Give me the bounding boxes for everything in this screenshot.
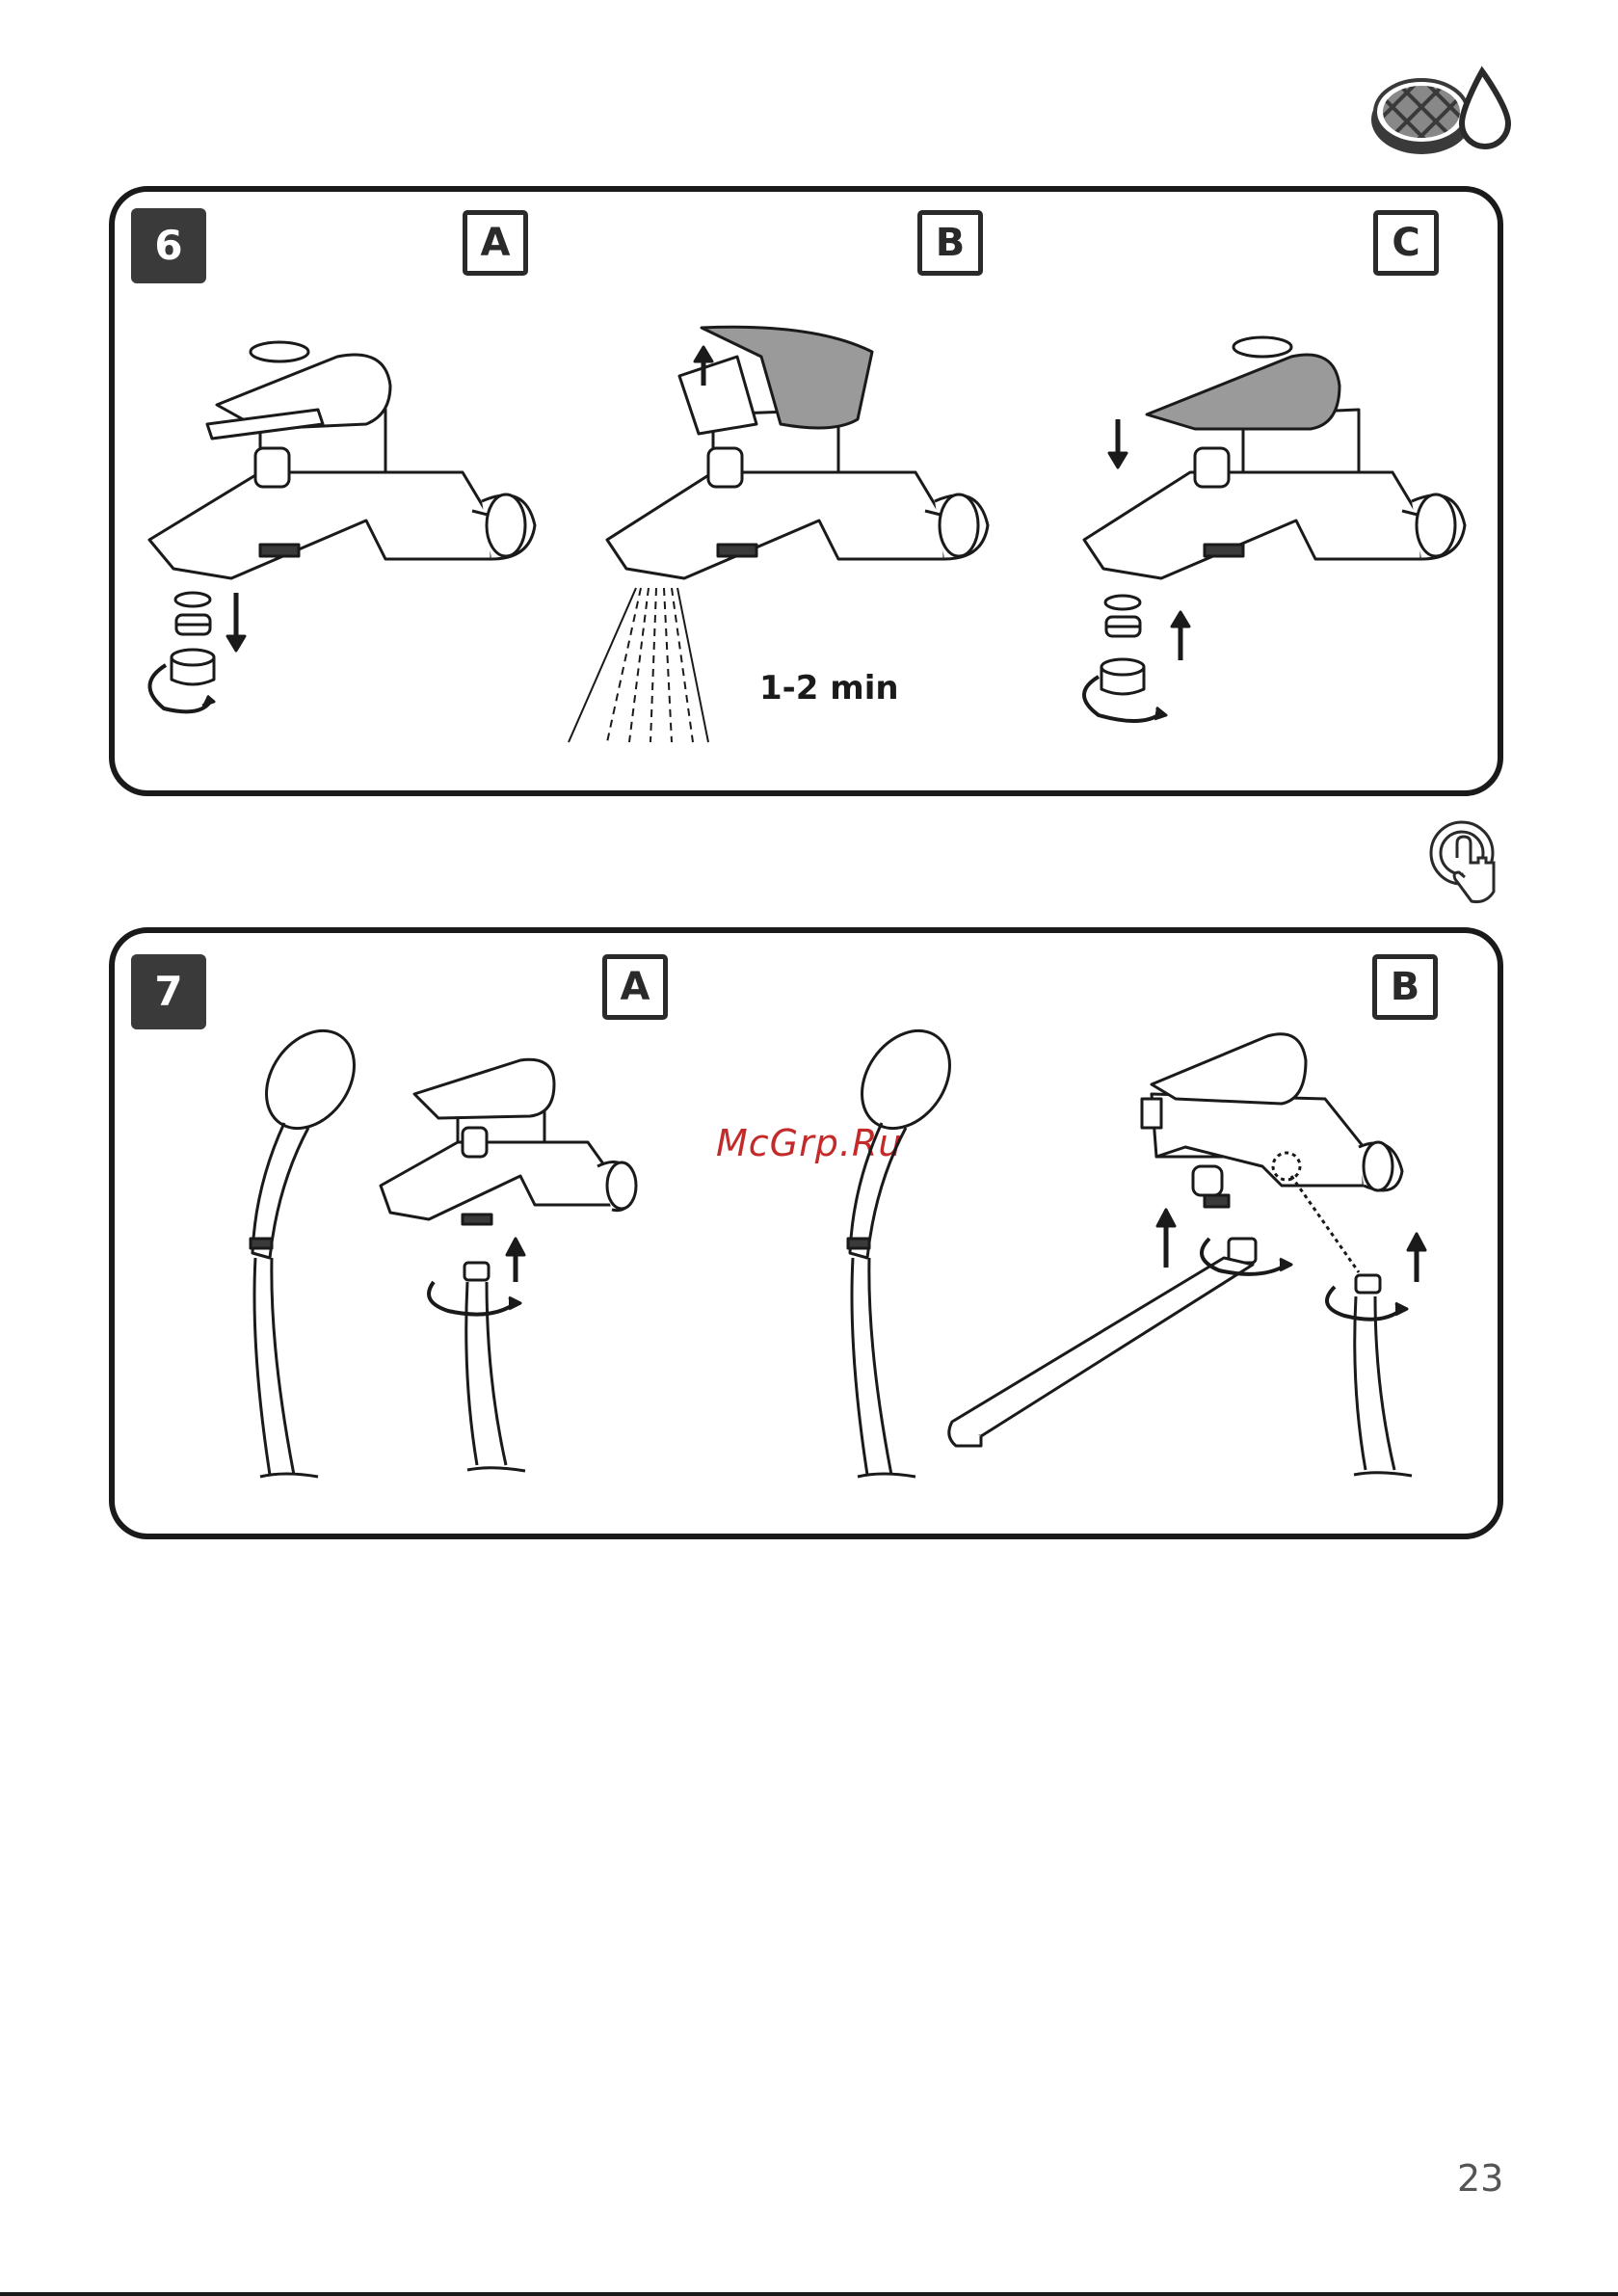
page-bottom-rule <box>0 2292 1618 2296</box>
flush-duration-label: 1-2 min <box>759 669 899 707</box>
shower-spout-illustration-7b <box>838 1022 1455 1484</box>
aerator-filter-water-icon <box>1368 64 1513 160</box>
step-6-label-c: C <box>1373 210 1439 276</box>
step-7-label-b: B <box>1372 954 1438 1020</box>
page-number: 23 <box>1457 2157 1503 2200</box>
shower-hose-illustration-7a <box>241 1041 684 1484</box>
step-7-badge: 7 <box>131 954 206 1029</box>
step-6-badge: 6 <box>131 208 206 283</box>
step-7-label-a: A <box>602 954 668 1020</box>
faucet-illustration-6c <box>1070 318 1503 733</box>
step-6-label-b: B <box>917 210 983 276</box>
step-6-label-a: A <box>463 210 528 276</box>
faucet-illustration-6a <box>145 318 559 723</box>
press-button-hand-icon <box>1428 819 1510 906</box>
